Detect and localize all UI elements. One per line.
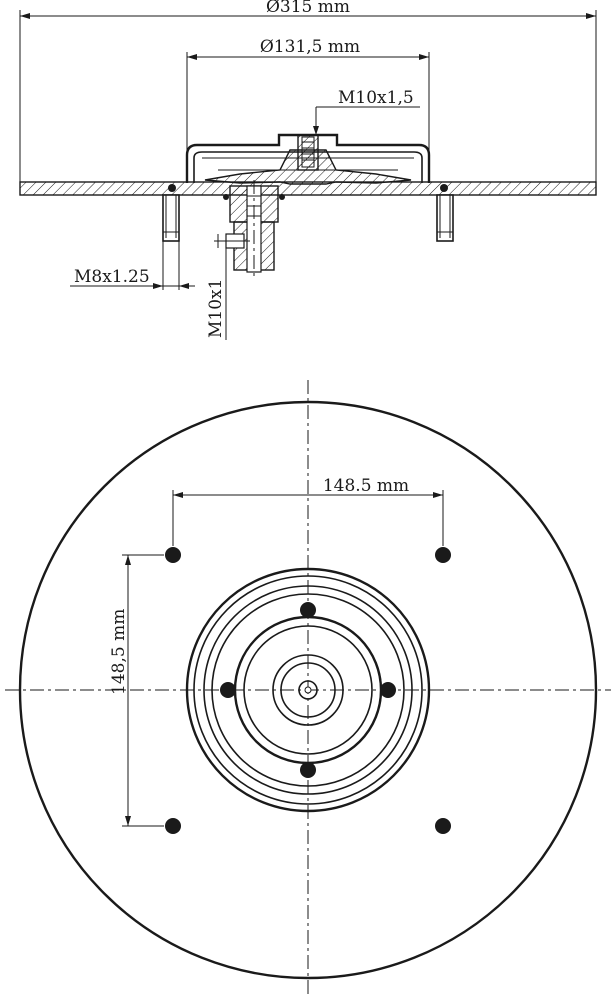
stud-hole-top-right bbox=[435, 547, 451, 563]
inner-bolt-holes bbox=[220, 602, 396, 778]
top-thread-callout: M10x1,5 bbox=[313, 88, 420, 135]
side-thread-callout: M10x1 bbox=[206, 234, 227, 340]
plan-view: 148.5 mm 148,5 mm bbox=[5, 380, 611, 998]
vertical-spacing-dimension: 148,5 mm bbox=[109, 554, 164, 827]
stud-thread-label: M8x1.25 bbox=[74, 267, 150, 287]
inner-diameter-dimension: Ø131,5 mm bbox=[186, 37, 430, 150]
stud-hole-bottom-right bbox=[435, 818, 451, 834]
horizontal-spacing-dimension: 148.5 mm bbox=[172, 476, 444, 546]
top-thread-label: M10x1,5 bbox=[338, 88, 414, 108]
stud-thread-callout: M8x1.25 bbox=[70, 240, 195, 290]
outer-diameter-label: Ø315 mm bbox=[266, 0, 350, 17]
horizontal-spacing-label: 148.5 mm bbox=[323, 476, 409, 496]
vertical-spacing-label: 148,5 mm bbox=[109, 609, 129, 695]
outer-disc bbox=[18, 400, 598, 980]
section-view: Ø315 mm Ø131,5 mm M10x1,5 bbox=[19, 0, 597, 340]
lower-fitting bbox=[214, 180, 279, 278]
stud-hole-top-left bbox=[165, 547, 181, 563]
right-stud bbox=[436, 194, 454, 242]
side-thread-label: M10x1 bbox=[206, 279, 226, 338]
cup-outer-ring bbox=[185, 567, 431, 813]
outer-stud-holes bbox=[165, 547, 451, 834]
outer-diameter-dimension: Ø315 mm bbox=[19, 0, 597, 186]
stud-hole-bottom-left bbox=[165, 818, 181, 834]
top-boss bbox=[297, 134, 319, 171]
left-stud bbox=[162, 194, 180, 242]
inner-diameter-label: Ø131,5 mm bbox=[260, 37, 360, 57]
